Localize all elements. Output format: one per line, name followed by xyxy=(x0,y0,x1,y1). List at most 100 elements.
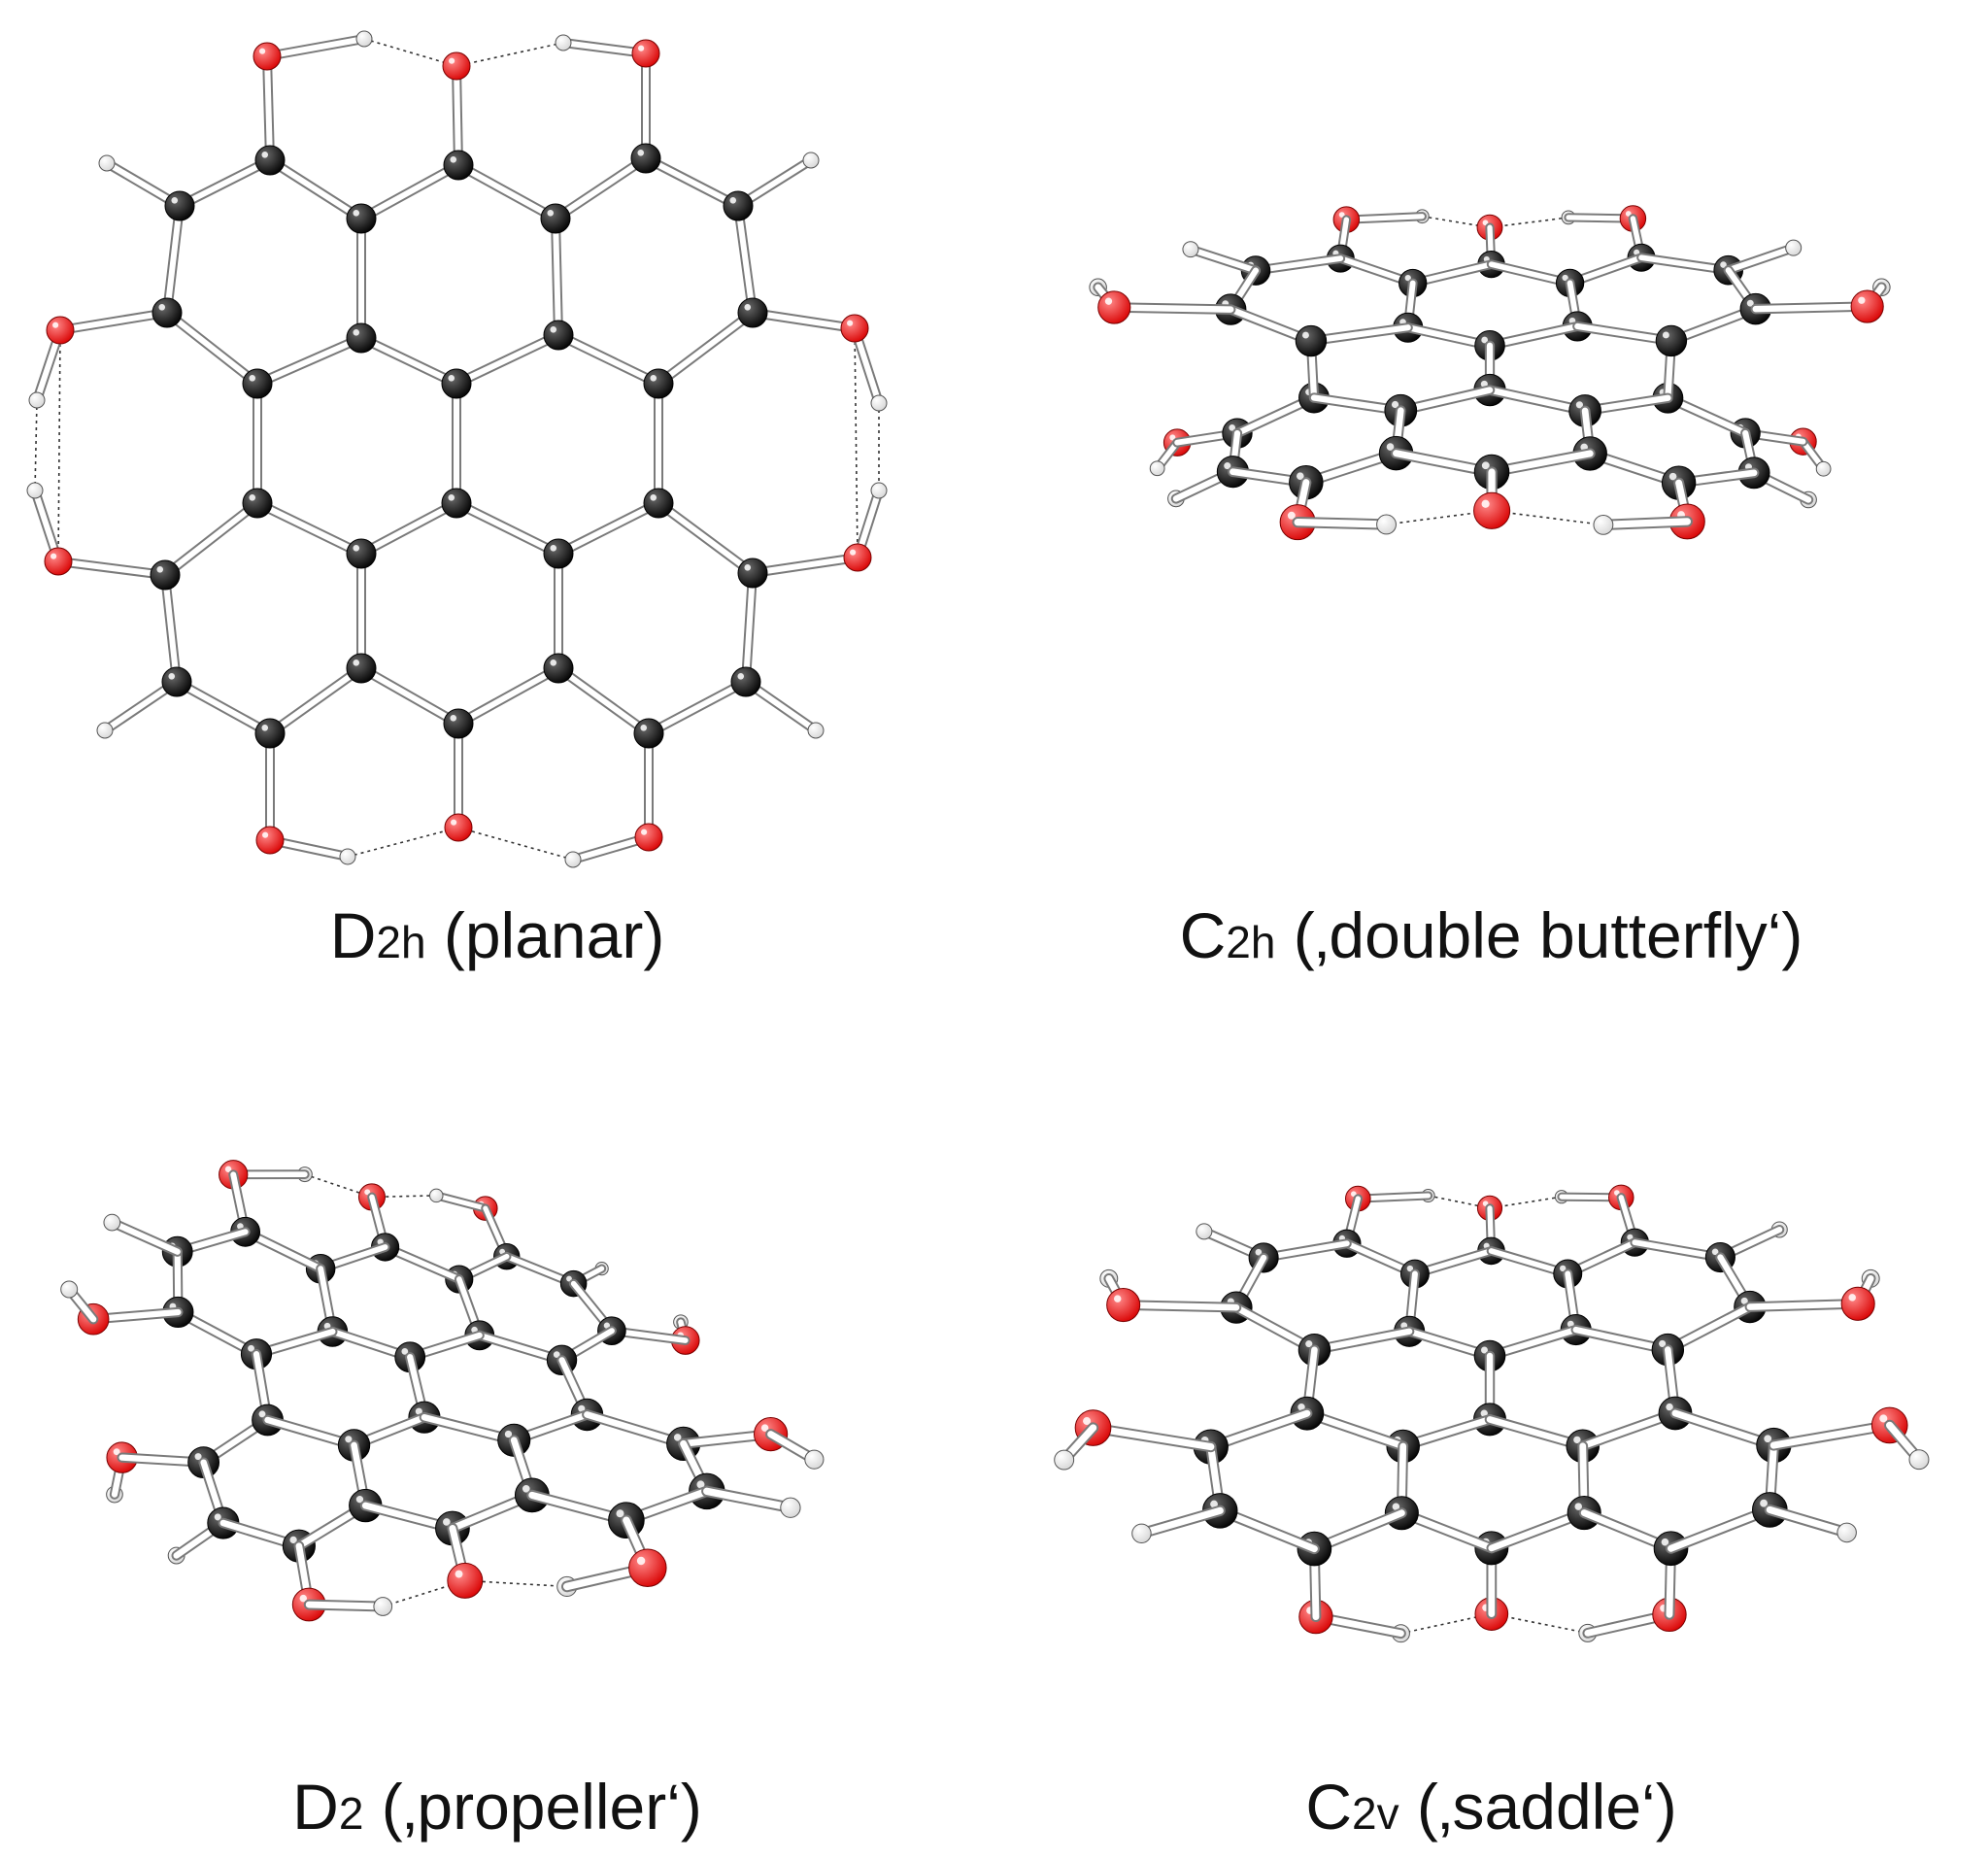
panel-d2h-planar: D2h (planar) xyxy=(0,0,994,1020)
bond xyxy=(1305,322,1413,347)
hydrogen-bond xyxy=(347,827,459,858)
bond xyxy=(53,557,170,580)
caption-label: (‚double butterfly‘) xyxy=(1275,899,1803,971)
bond xyxy=(253,498,366,558)
bond xyxy=(1750,301,1872,315)
oxygen-atom xyxy=(1106,1288,1141,1323)
bond xyxy=(554,330,663,389)
carbon-atom xyxy=(643,488,674,519)
oxygen-atom xyxy=(447,1562,484,1599)
oxygen-atom xyxy=(1840,1286,1875,1321)
bond xyxy=(160,498,262,580)
carbon-atom xyxy=(441,368,472,399)
bond xyxy=(748,553,862,578)
carbon-atom xyxy=(540,203,571,234)
carbon-atom xyxy=(643,368,674,399)
bond xyxy=(1087,1422,1217,1453)
hydrogen-atom xyxy=(373,1597,393,1616)
oxygen-atom xyxy=(1097,290,1131,324)
carbon-atom xyxy=(543,653,574,684)
hydrogen-atom xyxy=(1815,460,1832,477)
hydrogen-atom xyxy=(1131,1523,1152,1544)
hydrogen-atom xyxy=(1182,241,1199,258)
molecule-d2-propeller xyxy=(60,1160,825,1622)
bond xyxy=(1744,1299,1864,1312)
carbon-atom xyxy=(737,558,768,589)
bond xyxy=(1768,1419,1896,1451)
bond xyxy=(551,153,651,223)
bond xyxy=(1572,321,1676,346)
hydrogen-atom xyxy=(96,722,114,739)
hydrogen-bond xyxy=(455,42,564,67)
carbon-atom xyxy=(242,488,273,519)
hydrogen-atom xyxy=(1908,1449,1930,1471)
hydrogen-bond xyxy=(383,1579,466,1607)
bond xyxy=(554,498,663,558)
hydrogen-bond xyxy=(1492,510,1603,526)
carbon-atom xyxy=(630,143,661,174)
caption-subscript: 2h xyxy=(376,917,426,967)
bond xyxy=(654,498,758,578)
bond xyxy=(1185,244,1261,276)
caption-subscript: 2v xyxy=(1351,1788,1399,1839)
hydrogen-atom xyxy=(60,1280,79,1299)
carbon-atom xyxy=(254,145,286,176)
caption-symbol: C xyxy=(1179,899,1227,971)
hydrogen-bond xyxy=(854,327,859,558)
bond xyxy=(454,663,563,728)
caption-d2: D2 (‚propeller‘) xyxy=(0,1770,994,1843)
carbon-atom xyxy=(346,653,377,684)
bond xyxy=(356,160,463,223)
bond xyxy=(265,155,366,223)
bond xyxy=(454,160,560,223)
hydrogen-bond xyxy=(304,1173,373,1199)
hydrogen-atom xyxy=(1785,239,1803,256)
bond xyxy=(160,570,182,687)
bond xyxy=(1118,1300,1242,1313)
bond xyxy=(262,34,369,61)
hydrogen-atom xyxy=(564,851,582,868)
hydrogen-atom xyxy=(1376,514,1397,535)
bond xyxy=(162,201,185,318)
carbon-atom xyxy=(543,538,574,569)
hydrogen-atom xyxy=(355,30,373,48)
hydrogen-atom xyxy=(780,1497,801,1518)
bond xyxy=(303,1599,388,1612)
bond xyxy=(654,308,758,389)
carbon-atom xyxy=(443,150,474,181)
bond xyxy=(1723,243,1799,276)
carbon-atom xyxy=(441,488,472,519)
hydrogen-atom xyxy=(1836,1522,1857,1543)
hydrogen-bond xyxy=(457,827,574,861)
hydrogen-atom xyxy=(428,1188,444,1203)
caption-symbol: C xyxy=(1305,1771,1352,1843)
bond xyxy=(1109,302,1236,315)
hydrogen-atom xyxy=(1593,514,1614,535)
caption-label: (‚propeller‘) xyxy=(363,1771,702,1843)
bond xyxy=(1301,1407,1409,1452)
carbon-atom xyxy=(1295,324,1328,357)
bond xyxy=(262,51,275,165)
oxygen-atom xyxy=(631,39,660,68)
carbon-atom xyxy=(254,718,286,749)
bond xyxy=(55,308,172,335)
panel-c2h-double-butterfly: C2h (‚double butterfly‘) xyxy=(994,0,1988,1020)
bond xyxy=(1764,1504,1853,1539)
hydrogen-atom xyxy=(802,152,820,169)
hydrogen-atom xyxy=(804,1449,825,1470)
oxygen-atom xyxy=(634,823,663,852)
hydrogen-atom xyxy=(28,391,46,409)
caption-symbol: D xyxy=(329,899,377,971)
bond xyxy=(265,663,366,738)
bond xyxy=(644,677,751,738)
caption-label: (‚saddle‘) xyxy=(1398,1771,1677,1843)
oxygen-atom xyxy=(46,316,75,345)
molecule-d2h-planar xyxy=(26,30,888,868)
carbon-atom xyxy=(152,297,183,328)
bond xyxy=(1135,1505,1226,1539)
caption-symbol: D xyxy=(292,1771,339,1843)
hydrogen-bond xyxy=(34,399,38,491)
carbon-atom xyxy=(543,320,574,351)
oxygen-atom xyxy=(44,547,73,576)
carbon-atom xyxy=(737,297,768,328)
